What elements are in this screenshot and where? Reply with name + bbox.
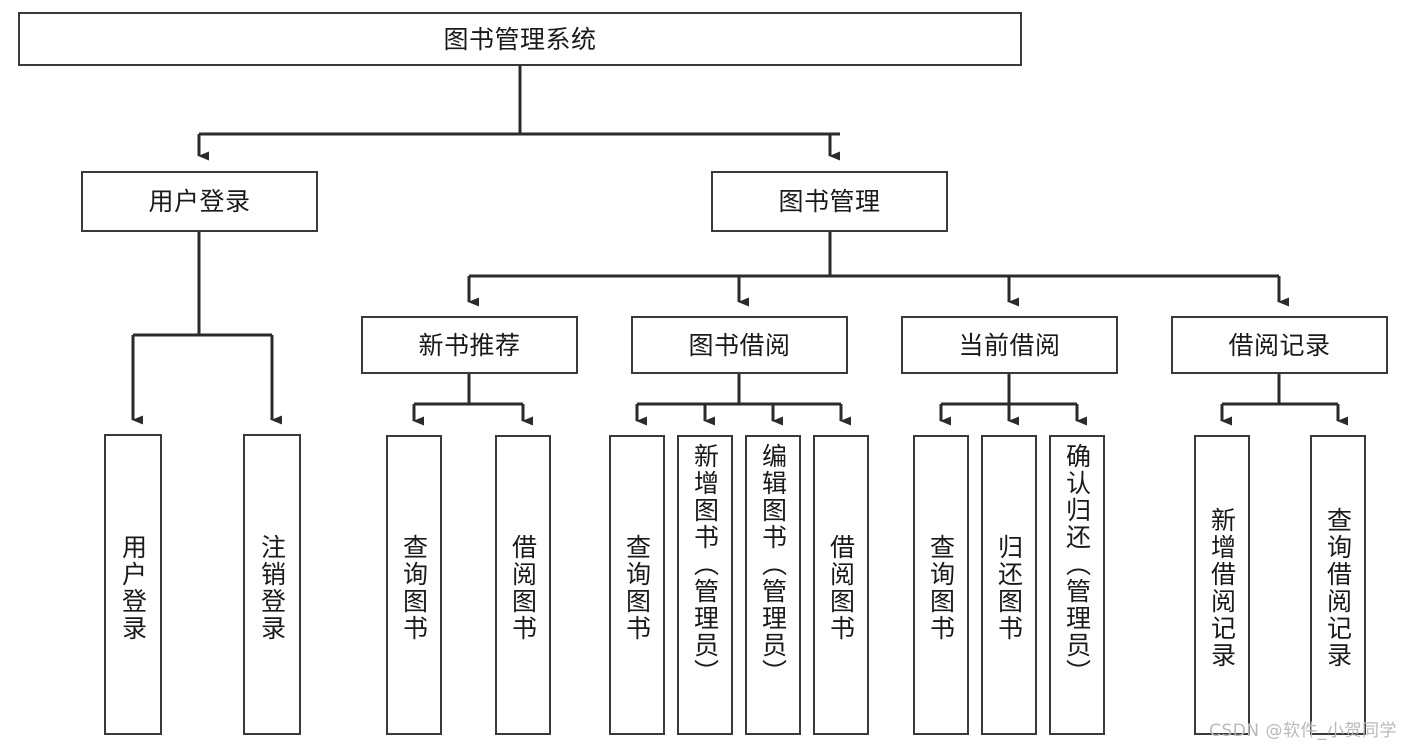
watermark-csdn: CSDN @软件_小贺同学	[1209, 721, 1397, 741]
node-leaf-query-book-2[interactable]: 查询图书	[609, 435, 665, 735]
node-leaf-query-book-1[interactable]: 查询图书	[386, 435, 442, 735]
node-leaf-borrow-book-1-label: 借阅图书	[508, 534, 538, 642]
node-leaf-confirm-return-label: 确认归还（管理员）	[1062, 443, 1092, 686]
node-leaf-query-book-3[interactable]: 查询图书	[913, 435, 969, 735]
node-leaf-query-record[interactable]: 查询借阅记录	[1310, 435, 1366, 735]
node-leaf-logout-login-label: 注销登录	[257, 533, 287, 642]
node-leaf-add-record[interactable]: 新增借阅记录	[1194, 435, 1250, 735]
node-book-borrow[interactable]: 图书借阅	[631, 316, 848, 374]
node-root-book-management-system[interactable]: 图书管理系统	[18, 12, 1022, 66]
node-leaf-edit-book-label: 编辑图书（管理员）	[758, 443, 788, 686]
node-leaf-edit-book[interactable]: 编辑图书（管理员）	[745, 435, 801, 735]
node-leaf-add-record-label: 新增借阅记录	[1207, 507, 1237, 669]
node-root-label: 图书管理系统	[443, 24, 597, 54]
node-user-login-label: 用户登录	[148, 187, 251, 216]
node-leaf-user-login[interactable]: 用户登录	[104, 434, 162, 735]
node-borrow-record[interactable]: 借阅记录	[1171, 316, 1388, 374]
node-borrow-record-label: 借阅记录	[1228, 330, 1331, 360]
node-book-manage-label: 图书管理	[778, 187, 881, 216]
node-leaf-query-book-3-label: 查询图书	[926, 534, 956, 642]
node-leaf-return-book[interactable]: 归还图书	[981, 435, 1037, 735]
node-leaf-confirm-return[interactable]: 确认归还（管理员）	[1049, 435, 1105, 735]
node-leaf-borrow-book-1[interactable]: 借阅图书	[495, 435, 551, 735]
node-leaf-query-book-2-label: 查询图书	[622, 534, 652, 642]
node-leaf-borrow-book-2[interactable]: 借阅图书	[813, 435, 869, 735]
node-leaf-add-book[interactable]: 新增图书（管理员）	[677, 435, 733, 735]
node-user-login[interactable]: 用户登录	[81, 171, 318, 232]
node-book-borrow-label: 图书借阅	[688, 330, 791, 360]
node-leaf-user-login-label: 用户登录	[118, 533, 148, 642]
node-leaf-query-book-1-label: 查询图书	[399, 534, 429, 642]
node-leaf-return-book-label: 归还图书	[994, 534, 1024, 642]
node-new-book-recommend-label: 新书推荐	[418, 330, 521, 360]
node-new-book-recommend[interactable]: 新书推荐	[361, 316, 578, 374]
node-current-borrow-label: 当前借阅	[958, 330, 1061, 360]
node-leaf-add-book-label: 新增图书（管理员）	[690, 443, 720, 686]
node-leaf-logout-login[interactable]: 注销登录	[243, 434, 301, 735]
node-leaf-query-record-label: 查询借阅记录	[1323, 507, 1353, 669]
node-book-manage[interactable]: 图书管理	[711, 171, 948, 232]
node-current-borrow[interactable]: 当前借阅	[901, 316, 1118, 374]
node-leaf-borrow-book-2-label: 借阅图书	[826, 534, 856, 642]
